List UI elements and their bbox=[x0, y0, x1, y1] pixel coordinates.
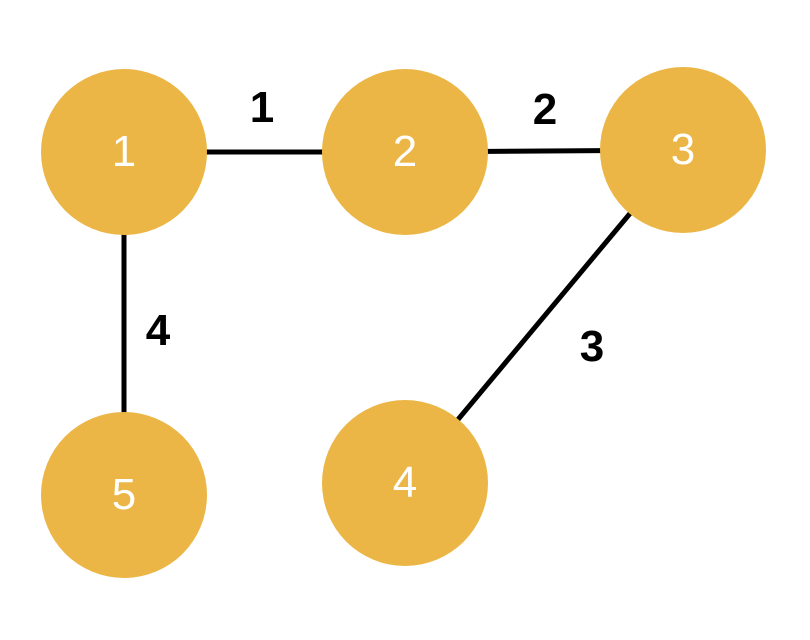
edge-weight-label-3-4: 3 bbox=[579, 322, 605, 371]
edge-weight-label-1-5: 4 bbox=[145, 306, 171, 355]
edge-weight-label-2-3: 2 bbox=[532, 85, 558, 134]
graph-node-1: 1 bbox=[41, 69, 207, 235]
edge-weight-label-1-2: 1 bbox=[249, 83, 275, 132]
graph-node-3: 3 bbox=[600, 67, 766, 233]
graph-node-5: 5 bbox=[41, 412, 207, 578]
graph-node-2: 2 bbox=[322, 69, 488, 235]
graph-node-4: 4 bbox=[322, 400, 488, 566]
